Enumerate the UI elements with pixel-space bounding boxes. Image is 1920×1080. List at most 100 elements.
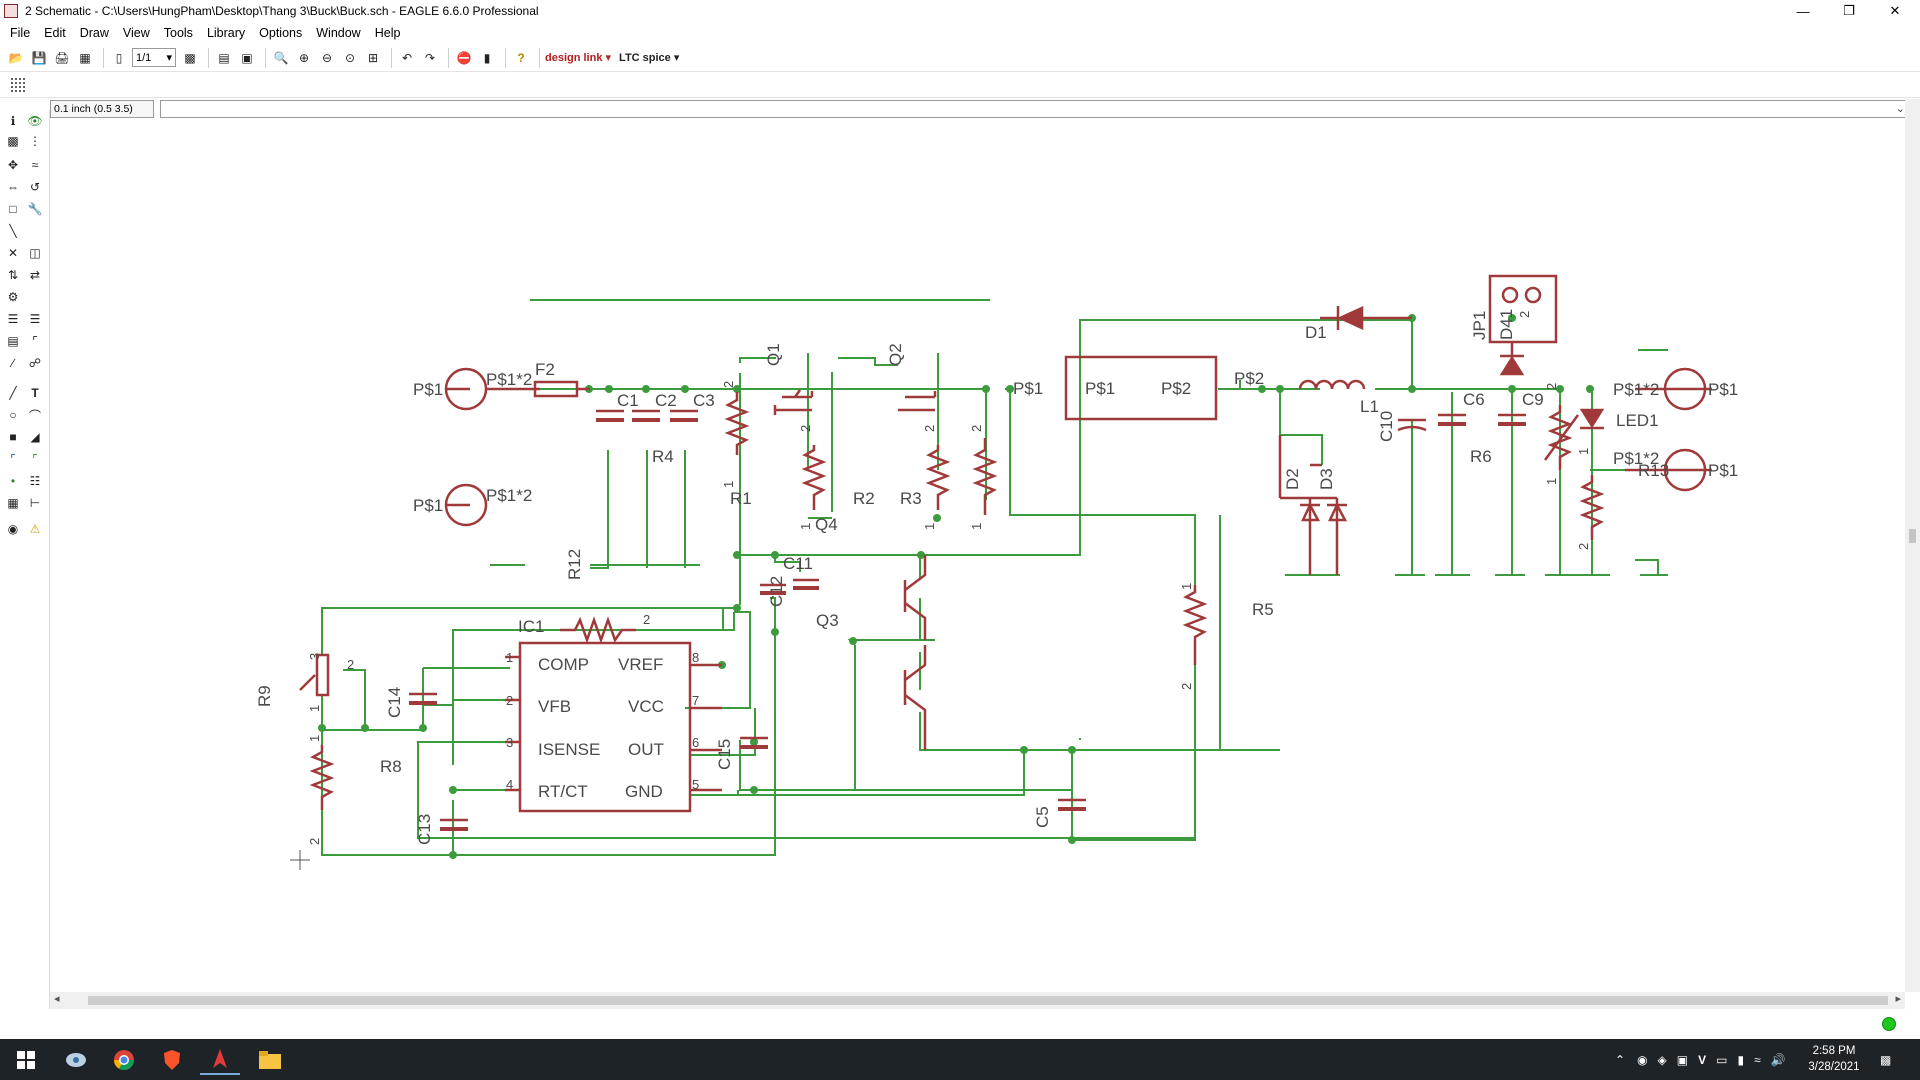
horizontal-scrollbar[interactable]: ◂ ▸ xyxy=(50,992,1905,1009)
dimension-icon[interactable]: ⊢ xyxy=(29,496,41,510)
chevron-up-icon[interactable]: ⌃ xyxy=(1615,1052,1626,1067)
restore-icon[interactable]: ❐ xyxy=(1843,3,1855,18)
vertical-scroll-thumb[interactable] xyxy=(1909,529,1916,543)
tray-security-icon[interactable]: ▣ xyxy=(1676,1052,1689,1067)
script-icon[interactable]: ▤ xyxy=(218,50,230,65)
schematic-canvas[interactable]: P$1 P$1*2 P$1 P$1*2 F2 C1 C2 C3 R4 R1 R2… xyxy=(50,118,1905,992)
text-icon[interactable]: T xyxy=(31,386,39,400)
move-icon[interactable]: ✥ xyxy=(7,158,19,172)
board-switch-icon[interactable]: ▩ xyxy=(184,50,196,65)
mark-icon[interactable]: ⋮ xyxy=(29,134,41,148)
errors-icon[interactable]: ⚠ xyxy=(29,522,41,536)
value-icon[interactable]: ☰ xyxy=(29,312,41,326)
erc-icon[interactable]: ◉ xyxy=(7,522,19,536)
app-icon-1[interactable] xyxy=(56,1045,96,1075)
rect-icon[interactable]: ■ xyxy=(9,430,17,444)
delete-icon[interactable]: ✕ xyxy=(7,246,19,260)
brave-icon[interactable] xyxy=(152,1045,192,1075)
wire-icon[interactable]: ╱ xyxy=(9,386,17,400)
junction-icon[interactable]: • xyxy=(10,474,16,488)
group-icon[interactable]: □ xyxy=(9,202,17,216)
scroll-right-icon[interactable]: ▸ xyxy=(1895,993,1901,1005)
zoom-out-icon[interactable]: ⊖ xyxy=(321,50,333,65)
sheet-icon[interactable]: ▯ xyxy=(115,50,123,65)
display-icon-tray[interactable]: ▭ xyxy=(1716,1052,1728,1067)
save-icon[interactable]: 💾 xyxy=(31,50,47,65)
menu-window[interactable]: Window xyxy=(316,26,361,40)
taskbar-clock[interactable]: 2:58 PM 3/28/2021 xyxy=(1800,1043,1868,1075)
undo-icon[interactable]: ↶ xyxy=(401,50,413,65)
windows-start-icon[interactable] xyxy=(6,1045,46,1075)
ltspice-button[interactable]: LTC spice ▾ xyxy=(619,51,680,65)
notification-icon[interactable]: ▩ xyxy=(1880,1052,1892,1067)
help-icon[interactable]: ? xyxy=(517,50,525,65)
chrome-icon[interactable] xyxy=(104,1045,144,1075)
stop-icon[interactable]: ⛔ xyxy=(456,50,472,65)
redo-icon[interactable]: ↷ xyxy=(424,50,436,65)
pinswap-icon[interactable]: ⇅ xyxy=(7,268,19,282)
wifi-icon[interactable]: ≈ xyxy=(1754,1052,1761,1067)
replace-icon[interactable]: ⚙ xyxy=(7,290,19,304)
bus-icon[interactable]: ⌜ xyxy=(10,452,16,466)
miter-icon[interactable]: ⌜ xyxy=(32,334,38,348)
tray-v-icon[interactable]: V xyxy=(1698,1052,1707,1067)
volume-icon[interactable]: 🔊 xyxy=(1770,1052,1786,1067)
name-icon[interactable]: ☰ xyxy=(7,312,19,326)
eagle-taskbar-icon[interactable] xyxy=(200,1045,240,1075)
scroll-left-icon[interactable]: ◂ xyxy=(54,993,60,1005)
menu-library[interactable]: Library xyxy=(206,26,246,40)
arc-icon[interactable]: ⌒ xyxy=(28,408,41,423)
polygon-icon[interactable]: ◢ xyxy=(30,430,40,444)
attribute-icon[interactable]: ▦ xyxy=(7,496,19,510)
menu-view[interactable]: View xyxy=(122,26,150,40)
tray-app-icon[interactable]: ◉ xyxy=(1637,1052,1648,1067)
smash-icon[interactable]: ▤ xyxy=(7,334,19,348)
zoom-in-icon[interactable]: ⊕ xyxy=(298,50,310,65)
invoke-icon[interactable]: ☍ xyxy=(28,356,42,370)
copy-icon[interactable]: ≈ xyxy=(31,158,39,172)
mirror-icon[interactable]: ⇔ xyxy=(7,180,19,194)
menu-tools[interactable]: Tools xyxy=(163,26,193,40)
menu-draw[interactable]: Draw xyxy=(79,26,109,40)
zoom-select-icon[interactable]: ⊞ xyxy=(367,50,379,65)
add-icon[interactable]: ◫ xyxy=(29,246,41,260)
zoom-fit-icon[interactable]: 🔍 xyxy=(273,50,289,65)
horizontal-scroll-thumb[interactable] xyxy=(88,996,1888,1005)
minimize-icon[interactable]: — xyxy=(1796,3,1810,19)
file-explorer-icon[interactable] xyxy=(250,1045,290,1075)
menu-file[interactable]: File xyxy=(10,26,31,40)
menu-edit[interactable]: Edit xyxy=(44,26,66,40)
close-icon[interactable]: ✕ xyxy=(1889,3,1901,18)
tray-network-app-icon[interactable]: ◈ xyxy=(1657,1052,1667,1067)
split-icon[interactable]: ∕ xyxy=(11,356,14,370)
net-icon[interactable]: ⌜ xyxy=(32,452,38,466)
change-icon[interactable]: 🔧 xyxy=(27,202,43,216)
designlink-button[interactable]: design link ▾ xyxy=(545,51,612,65)
pad-label-reg-out: P$2 xyxy=(1234,369,1264,388)
r2-pin-2: 2 xyxy=(798,425,813,432)
go-icon[interactable]: ▮ xyxy=(483,50,491,65)
menu-help[interactable]: Help xyxy=(374,26,401,40)
grid-icon[interactable] xyxy=(10,77,26,93)
status-indicator-icon xyxy=(1882,1017,1896,1031)
display-icon[interactable]: ▩ xyxy=(7,134,19,148)
command-input[interactable]: ⌄ xyxy=(160,99,1910,118)
circle-icon[interactable]: ○ xyxy=(9,408,17,422)
sheet-select[interactable]: 1/1▾ xyxy=(132,48,176,67)
menu-options[interactable]: Options xyxy=(259,26,303,40)
vertical-scrollbar[interactable] xyxy=(1905,99,1920,992)
gateswap-icon[interactable]: ⇄ xyxy=(29,268,41,282)
zoom-redraw-icon[interactable]: ⊙ xyxy=(344,50,356,65)
ulp-icon[interactable]: ▣ xyxy=(241,50,253,65)
taskbar: ⌃ ◉ ◈ ▣ V ▭ ▮ ≈ 🔊 2:58 PM 3/28/2021 ▩ xyxy=(0,1039,1920,1080)
paste-icon[interactable]: ╲ xyxy=(9,224,17,238)
print-icon[interactable]: 🖨 xyxy=(54,50,70,65)
cam-icon[interactable]: ▦ xyxy=(79,50,91,65)
battery-icon[interactable]: ▮ xyxy=(1737,1052,1745,1067)
label-icon[interactable]: ☷ xyxy=(29,474,41,488)
info-icon[interactable]: ℹ xyxy=(10,114,16,128)
rotate-icon[interactable]: ↺ xyxy=(29,180,41,194)
open-icon[interactable]: 📂 xyxy=(8,50,24,65)
chevron-down-icon[interactable]: ⌄ xyxy=(1895,102,1905,115)
show-icon[interactable]: 👁 xyxy=(27,114,43,128)
